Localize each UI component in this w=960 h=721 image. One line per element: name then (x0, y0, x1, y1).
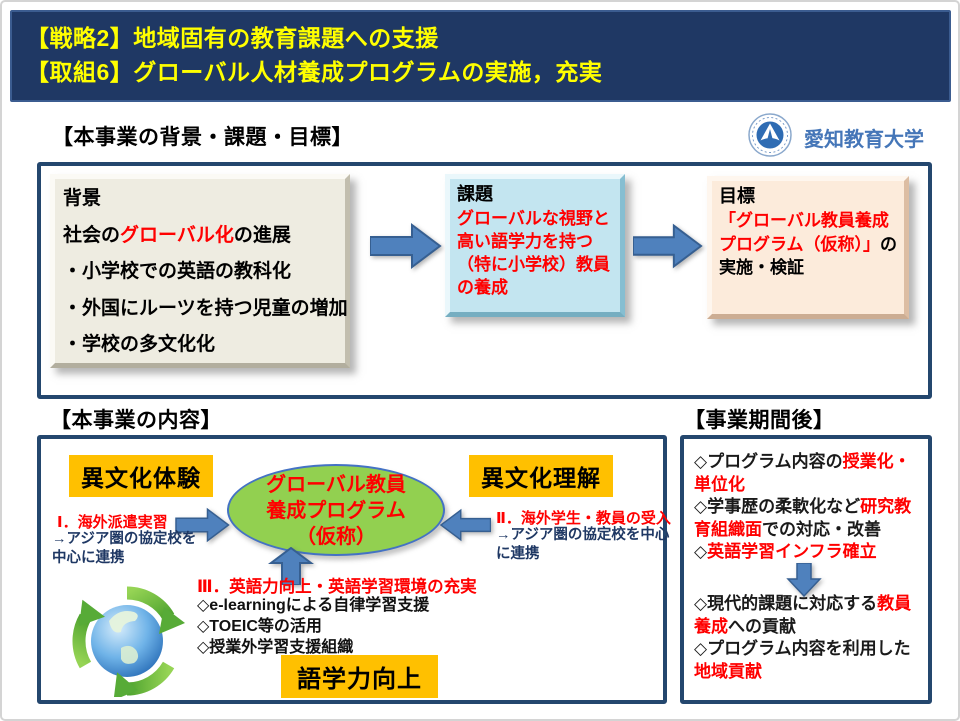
tag-cross-cultural-experience: 異文化体験 (69, 455, 213, 497)
tag-language-skill-improvement: 語学力向上 (281, 655, 438, 698)
goal-box-body: 「グローバル教員養成プログラム（仮称）」の実施・検証 (719, 211, 897, 277)
goal-box: 目標 「グローバル教員養成プログラム（仮称）」の実施・検証 (707, 176, 909, 319)
item3-bullet: ◇e-learningによる自律学習支援 (197, 597, 430, 614)
item3-bullet: ◇TOEIC等の活用 (197, 618, 322, 635)
background-bullet: ・外国にルーツを持つ児童の増加 (63, 297, 348, 319)
arrow-left-into-hub-icon (175, 507, 230, 543)
section-title-after-period: 【事業期間後】 (684, 409, 835, 432)
issue-box: 課題 グローバルな視野と高い語学力を持つ（特に小学校）教員の養成 (445, 174, 625, 317)
background-bullet: ・小学校での英語の教科化 (63, 261, 292, 282)
section-title-background: 【本事業の背景・課題・目標】 (52, 126, 353, 149)
item3-bullet: ◇授業外学習支援組織 (197, 639, 354, 656)
item2-accepting-students-title: Ⅱ．海外学生・教員の受入 (496, 510, 671, 527)
section-title-content: 【本事業の内容】 (50, 409, 222, 432)
background-box-title: 背景 (63, 188, 102, 209)
background-issue-goal-panel: 背景 社会のグローバル化の進展 ・小学校での英語の教科化 ・外国にルーツを持つ児… (37, 162, 932, 399)
item3-english-improvement-title: Ⅲ．英語力向上・英語学習環境の充実 (197, 578, 477, 596)
arrow-down-icon (786, 563, 822, 597)
header-banner: 【戦略2】地域固有の教育課題への支援 【取組6】グローバル人材養成プログラムの実… (10, 10, 951, 102)
background-bullet: ・学校の多文化化 (63, 334, 216, 355)
item2-desc: →アジア圏の協定校を中心に連携 (496, 527, 670, 562)
after-period-panel: ◇プログラム内容の授業化・単位化 ◇学事歴の柔軟化など研究教育組織面での対応・改… (680, 435, 932, 704)
arrow-background-to-issue-icon (370, 223, 442, 269)
arrow-right-into-hub-icon (439, 508, 491, 542)
after-period-bottom-list: ◇現代的課題に対応する教員養成への貢献 ◇プログラム内容を利用した地域貢献 (694, 594, 912, 681)
issue-box-title: 課題 (457, 184, 493, 204)
goal-box-title: 目標 (719, 186, 755, 206)
arrow-issue-to-goal-icon (633, 223, 703, 269)
university-logo-icon (748, 113, 792, 157)
after-period-top-list: ◇プログラム内容の授業化・単位化 ◇学事歴の柔軟化など研究教育組織面での対応・改… (694, 452, 912, 561)
background-box: 背景 社会のグローバル化の進展 ・小学校での英語の教科化 ・外国にルーツを持つ児… (50, 174, 350, 368)
issue-box-body: グローバルな視野と高い語学力を持つ（特に小学校）教員の養成 (457, 209, 610, 297)
item1-overseas-training-title: Ⅰ．海外派遣実習 (57, 514, 168, 531)
header-line-initiative: 【取組6】グローバル人材養成プログラムの実施，充実 (26, 59, 603, 85)
program-content-panel: 異文化体験 異文化理解 グローバル教員 養成プログラム （仮称） Ⅰ．海外派遣実… (37, 435, 671, 704)
header-line-strategy: 【戦略2】地域固有の教育課題への支援 (26, 25, 439, 51)
tag-cross-cultural-understanding: 異文化理解 (469, 455, 613, 497)
globe-recycle-icon (69, 586, 185, 697)
university-name: 愛知教育大学 (804, 129, 924, 151)
item3-bullet-list: ◇e-learningによる自律学習支援 ◇TOEIC等の活用 ◇授業外学習支援… (197, 595, 429, 658)
item1-desc: →アジア圏の協定校を中心に連携 (52, 531, 197, 566)
program-hub-ellipse: グローバル教員 養成プログラム （仮称） (227, 464, 445, 556)
arrow-bottom-into-hub-icon (268, 547, 314, 585)
background-line-globalization: 社会のグローバル化の進展 (63, 224, 291, 246)
